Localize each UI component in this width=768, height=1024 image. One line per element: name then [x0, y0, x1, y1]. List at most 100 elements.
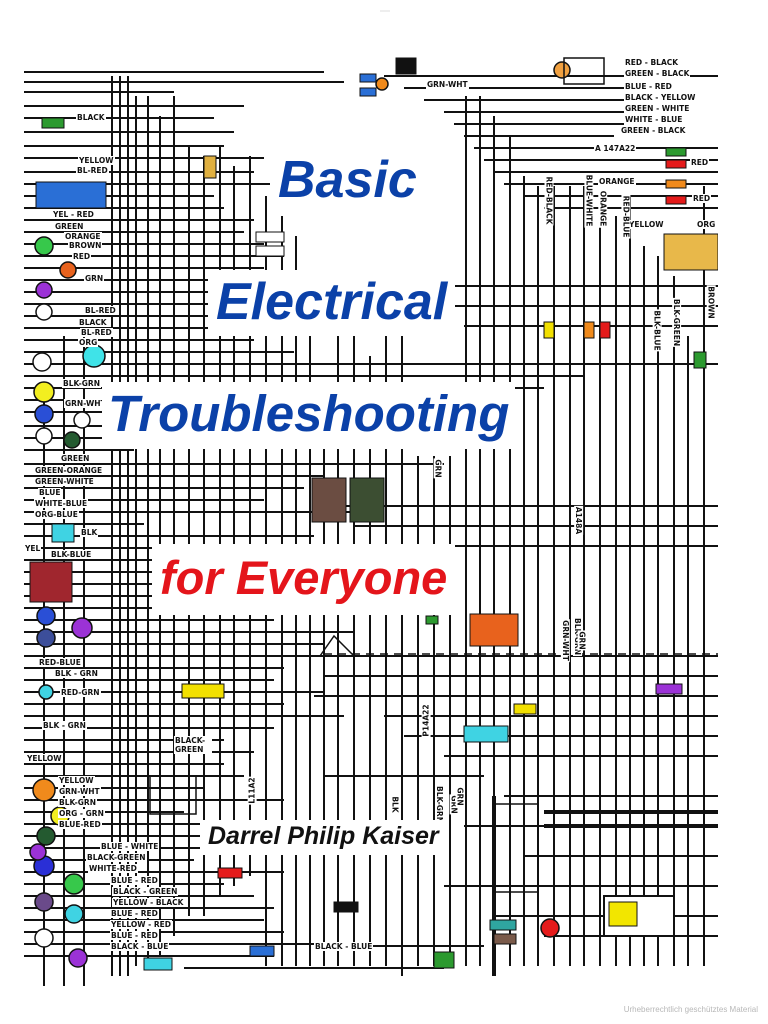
connector-gray-2: [255, 245, 285, 257]
wire-label: RED: [692, 194, 712, 203]
connector-red-4: [217, 867, 243, 879]
title-line-3: Troubleshooting: [102, 382, 516, 449]
wire-label: BLK-BLUE: [652, 309, 662, 352]
wire-label: GRN: [455, 786, 465, 807]
wire-label: BLACK: [78, 318, 108, 327]
wire-label: GREEN - BLACK: [624, 69, 691, 78]
connector-blue-block: [35, 181, 107, 209]
round-terminals: [29, 61, 571, 968]
connector-green-bottom: [433, 951, 455, 969]
connector-maroon-block: [29, 561, 73, 603]
wire-label: BLK-BLUE: [50, 550, 93, 559]
connector-blue-top: [359, 73, 377, 83]
wire-label: RED-BLACK: [544, 175, 554, 226]
wire-label: BLACK - YELLOW: [624, 93, 697, 102]
wire-label: ORANGE: [64, 232, 102, 241]
wire-label: ORG - GRN: [58, 809, 105, 818]
wire-label: GREEN - BLACK: [620, 126, 687, 135]
connector-yellow-block: [663, 233, 718, 271]
wire-label: YELLOW - RED: [110, 920, 172, 929]
wire-label: BLK-GRN: [58, 798, 97, 807]
wire-label: RED-BLUE: [621, 194, 631, 239]
connector-cyan-block: [463, 725, 509, 743]
wire-label: BLUE: [38, 488, 62, 497]
connector-black-top: [395, 57, 417, 75]
author-name: Darrel Philip Kaiser: [200, 820, 447, 855]
wire-label: BROWN: [706, 285, 716, 320]
wire-label: BLK-GRN: [434, 785, 444, 824]
wire-label: GRN: [577, 630, 587, 651]
wire-label: BLK-GREEN: [672, 297, 682, 348]
connector-orange-block: [469, 613, 519, 647]
wire-label: ORG-BLUE: [34, 510, 79, 519]
wire-label: BL-RED: [80, 328, 113, 337]
wire-label: BLUE-WHITE: [584, 173, 594, 228]
wire-label: ORANGE: [598, 189, 608, 228]
wire-label: BLK: [80, 528, 99, 537]
wire-label: BLUE - WHITE: [100, 842, 160, 851]
connector-green: [665, 147, 687, 157]
wire-label: P14A22: [421, 703, 431, 738]
wire-label: WHITE - BLUE: [624, 115, 684, 124]
connector-blue-top-2: [359, 87, 377, 97]
wire-label: RED: [690, 158, 710, 167]
wire-label: BLACK - BLUE: [110, 942, 170, 951]
wire-label: BLK-GRN: [62, 379, 101, 388]
wire-label: BL-RED: [76, 166, 109, 175]
wire-label: GREEN: [54, 222, 85, 231]
wire-label: BLACK-GREEN: [86, 853, 147, 862]
wire-label: WHITE-RED: [88, 864, 138, 873]
connector-yellow-2: [543, 321, 555, 339]
book-cover: BLACK YELLOW BL-RED YEL - RED GREEN ORAN…: [24, 36, 718, 986]
wire-label: GREEN - WHITE: [624, 104, 691, 113]
wire-label: ORANGE: [598, 177, 636, 186]
wire-label: YEL - RED: [52, 210, 95, 219]
wire-label: GRN-WHT: [560, 619, 570, 662]
connector-cyan-small: [51, 523, 75, 543]
watermark: Urheberrechtlich geschütztes Material: [623, 1005, 758, 1014]
wire-label: BL-RED: [84, 306, 117, 315]
wire-label: GREEN: [60, 454, 91, 463]
wire-label: L11A2: [247, 776, 257, 805]
wire-label: YELLOW - BLACK: [112, 898, 185, 907]
relay-outlines: [149, 57, 605, 893]
connector-cyan-bottom: [143, 957, 173, 971]
title-line-2: Electrical: [208, 270, 456, 336]
connector-black: [333, 901, 359, 913]
connector-teal-bottom: [489, 919, 517, 931]
wire-label: YELLOW: [78, 156, 115, 165]
connector-orange-1: [665, 179, 687, 189]
wire-label: GRN: [84, 274, 105, 283]
connector-orange-2: [583, 321, 595, 339]
top-mark: [380, 10, 390, 12]
wire-label: GREEN-WHITE: [34, 477, 95, 486]
wire-label: BLK - GRN: [42, 721, 87, 730]
connector-darkgreen-block: [349, 477, 385, 523]
connector-green-small-2: [425, 615, 439, 625]
wire-label: BLACK: [76, 113, 106, 122]
connectors: [29, 57, 718, 971]
connector-brown-bottom: [493, 933, 517, 945]
wire-label: BLACK-GREEN: [174, 736, 212, 754]
wire-label: RED-GRN: [60, 688, 101, 697]
connector-brown-block: [311, 477, 347, 523]
connector-red-3: [599, 321, 611, 339]
wire-label: BLACK - BLUE: [314, 942, 374, 951]
connector-yellow-inner: [608, 901, 638, 927]
wire-label: BLUE - RED: [110, 909, 159, 918]
connector-yellow-3: [513, 703, 537, 715]
wire-label: YELLOW: [26, 754, 63, 763]
wire-label: ORG: [78, 338, 99, 347]
wire-label: YELLOW: [58, 776, 95, 785]
wire-label: BLK: [390, 795, 400, 814]
wire-label: BLACK - GREEN: [112, 887, 179, 896]
title-line-4: for Everyone: [152, 544, 456, 615]
title-line-1: Basic: [270, 150, 425, 212]
wire-label: GREEN-ORANGE: [34, 466, 104, 475]
wire-label: RED: [72, 252, 92, 261]
wire-label: A148A: [574, 505, 584, 536]
wire-label: RED - BLACK: [624, 58, 680, 67]
wire-label: YELLOW: [628, 220, 665, 229]
wire-label: WHITE-BLUE: [34, 499, 89, 508]
wire-label: BLUE - RED: [110, 876, 159, 885]
